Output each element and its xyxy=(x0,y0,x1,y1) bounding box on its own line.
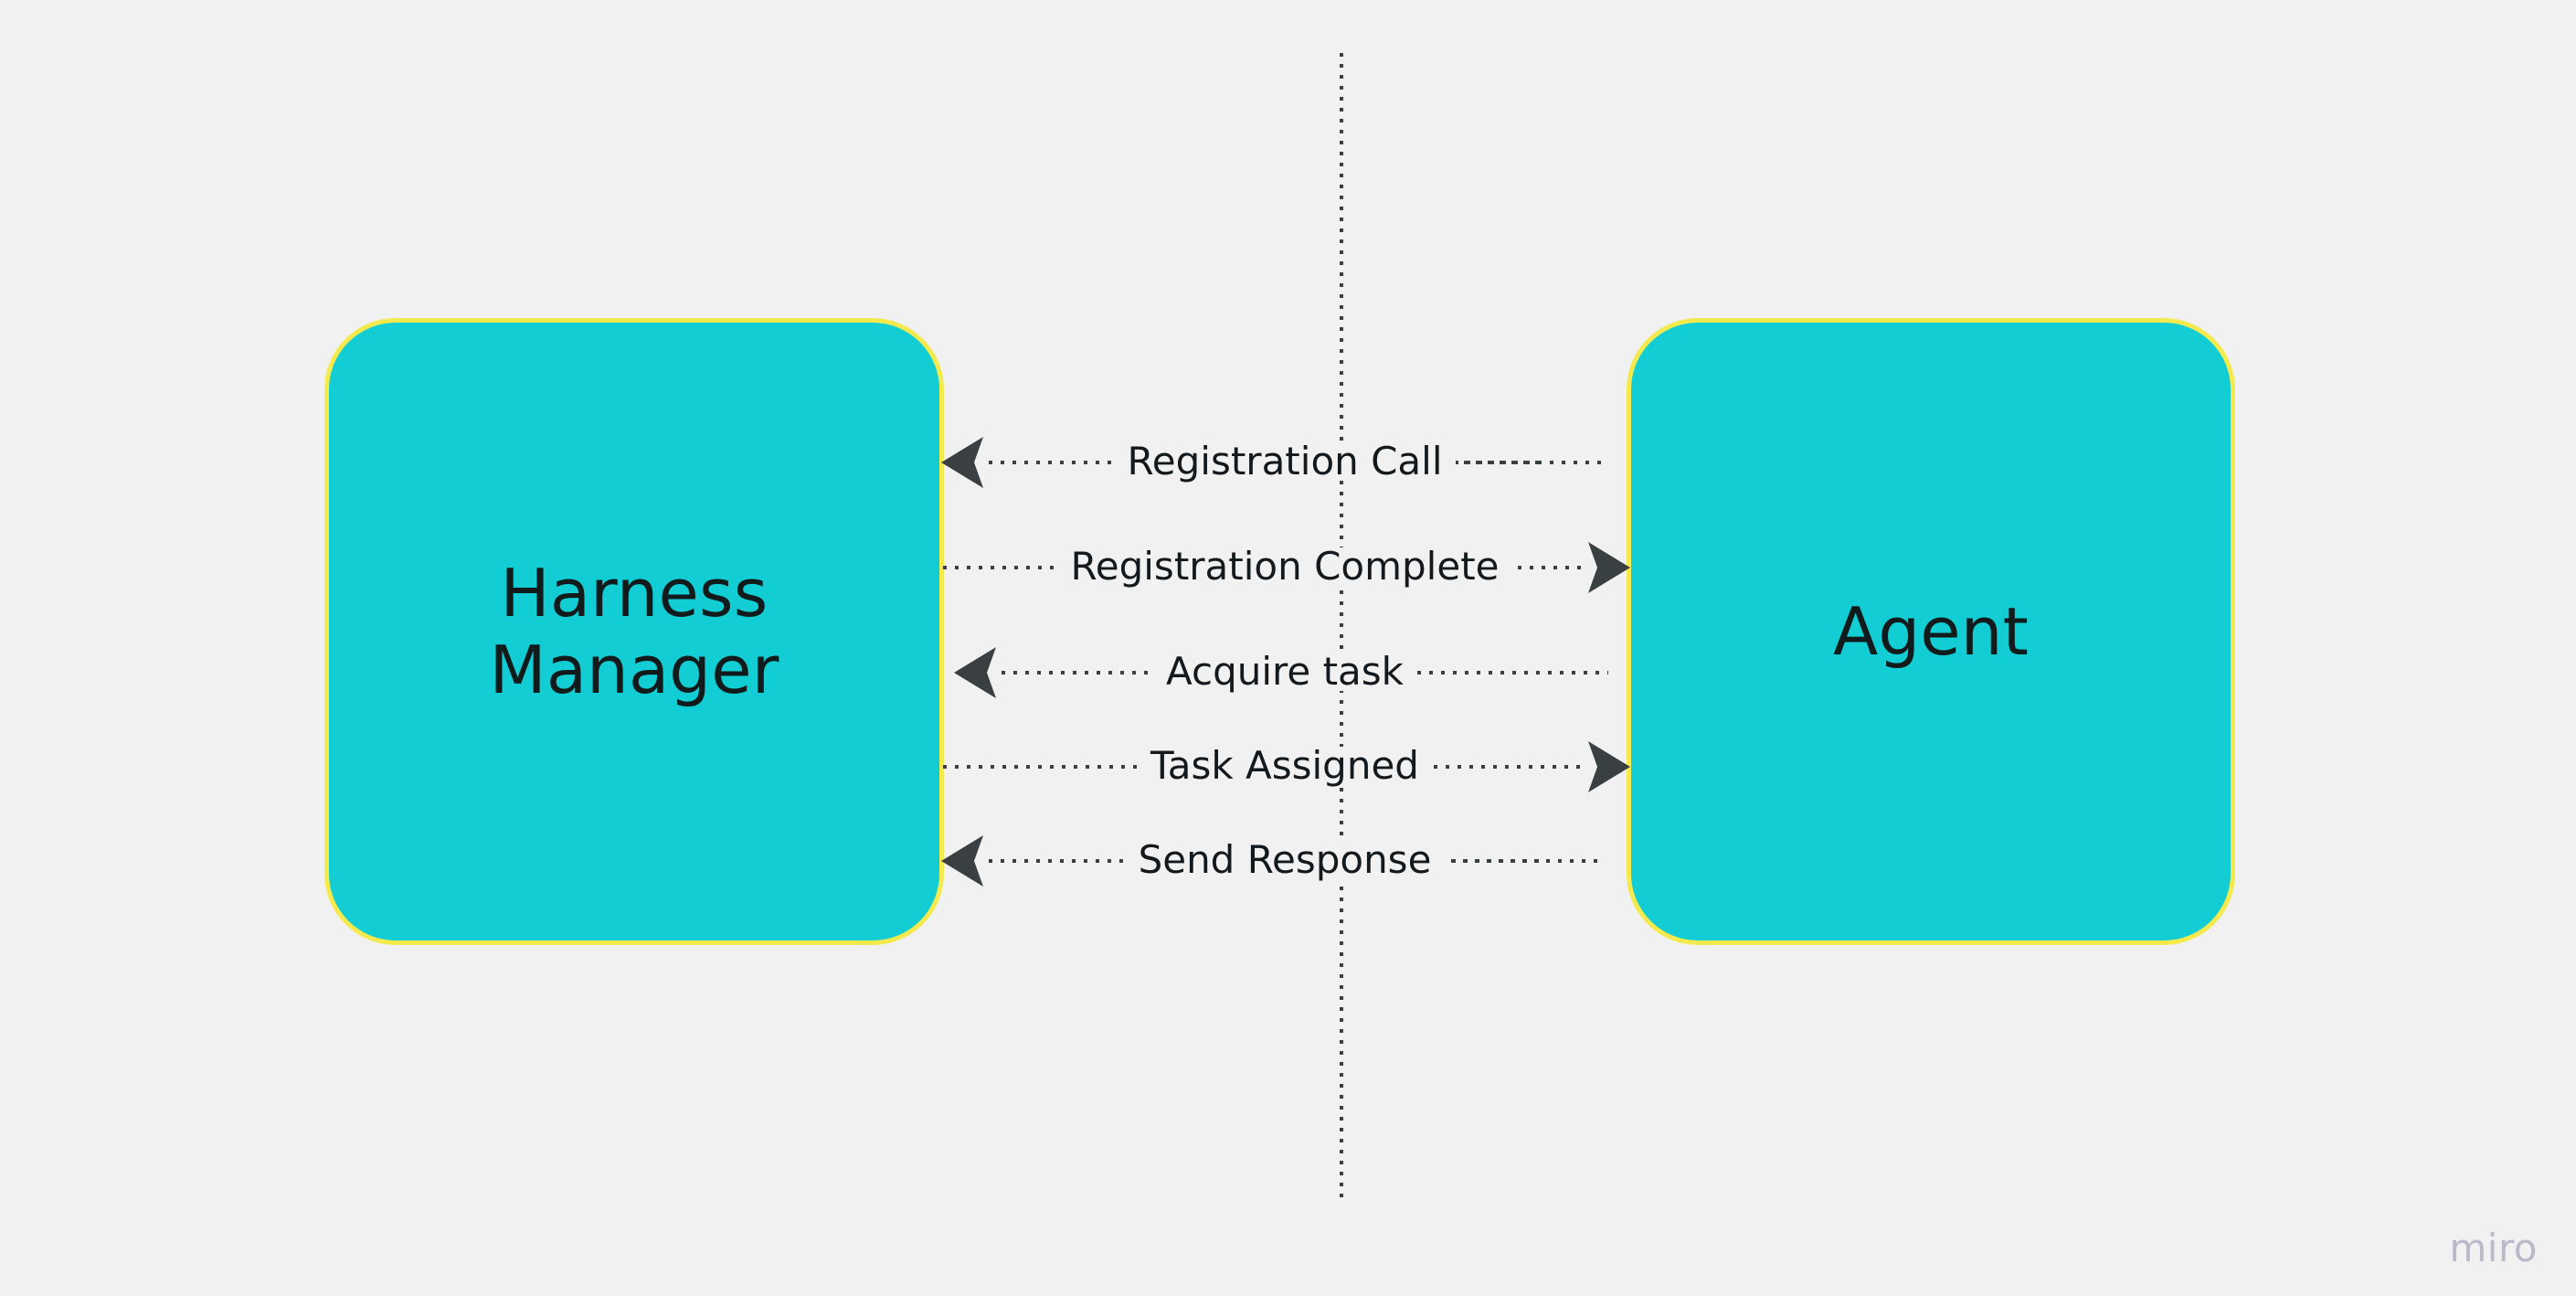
message-line-right-segment xyxy=(1383,461,1608,464)
message-line-right-segment xyxy=(1380,859,1601,863)
miro-watermark: miro xyxy=(2449,1226,2538,1270)
arrow-left-icon xyxy=(938,435,989,490)
message-row-registration-call[interactable]: Registration Call xyxy=(941,420,1628,503)
node-agent-label: Agent xyxy=(1832,592,2030,670)
message-line-right-segment xyxy=(1310,671,1608,675)
vertical-dotted-divider xyxy=(1340,53,1343,1202)
message-line-left-segment xyxy=(943,765,1168,769)
message-row-send-response[interactable]: Send Response xyxy=(941,819,1628,901)
arrow-left-icon xyxy=(950,645,1002,700)
message-row-task-assigned[interactable]: Task Assigned xyxy=(941,725,1630,807)
message-line-right-segment xyxy=(1387,566,1581,569)
node-harness-manager-label: Harness Manager xyxy=(489,554,779,708)
arrow-right-icon xyxy=(1583,540,1634,595)
message-line-left-segment xyxy=(943,566,1133,569)
message-row-acquire-task[interactable]: Acquire task xyxy=(941,631,1628,713)
node-harness-manager[interactable]: Harness Manager xyxy=(324,318,944,945)
arrow-left-icon xyxy=(938,834,989,888)
message-row-registration-complete[interactable]: Registration Complete xyxy=(941,526,1630,608)
arrow-right-icon xyxy=(1583,739,1634,794)
message-line-right-segment xyxy=(1279,765,1581,769)
node-agent[interactable]: Agent xyxy=(1627,318,2235,945)
